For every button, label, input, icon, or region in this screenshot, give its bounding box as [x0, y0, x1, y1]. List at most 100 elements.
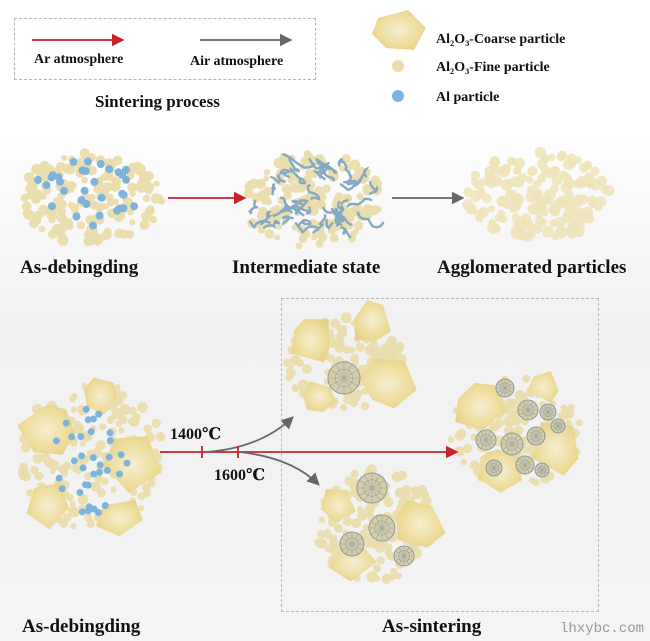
fine-particle [397, 470, 407, 480]
legend-coarse-particle-icon [372, 10, 426, 50]
fine-particle [454, 430, 465, 441]
coarse-particle [455, 382, 506, 430]
fine-particle [89, 193, 96, 201]
fine-particle [87, 165, 97, 176]
fine-particle [508, 409, 520, 421]
fine-particle [143, 424, 152, 433]
fine-particle [305, 168, 314, 178]
fine-particle [38, 225, 46, 233]
al-network-strand [294, 199, 309, 213]
fine-particle [381, 574, 391, 584]
fine-particle [560, 404, 568, 412]
fine-particle [391, 572, 399, 580]
al-particle [59, 186, 68, 195]
al-particle [81, 167, 90, 175]
fine-particle [48, 229, 58, 239]
al-particle [95, 211, 104, 220]
temp-label-1600: 1600℃ [214, 467, 266, 484]
al-particle [89, 415, 97, 423]
fine-particle [374, 541, 386, 553]
fine-particle [505, 398, 514, 408]
mesh-ring [519, 459, 531, 471]
fine-particle [584, 213, 595, 224]
fine-particle [340, 312, 352, 324]
fine-particle [384, 548, 393, 557]
fine-particle [254, 192, 263, 202]
fine-particle [93, 186, 101, 194]
al-particle [70, 457, 78, 465]
fine-particle [106, 173, 115, 182]
fine-particle [71, 393, 78, 400]
fine-particle [392, 344, 403, 355]
fine-particle [20, 443, 31, 453]
al-network-strand [318, 163, 326, 179]
coarse-particle [17, 404, 76, 455]
fine-particle [353, 220, 364, 231]
mesh-ring [363, 479, 381, 497]
fine-particle [485, 174, 496, 186]
fine-particle [62, 163, 73, 174]
fine-particle [323, 528, 332, 537]
fine-particle [28, 218, 39, 229]
fine-particle [81, 176, 88, 184]
fine-particle [547, 153, 556, 162]
al-particle [105, 165, 114, 174]
al-particle [89, 221, 97, 230]
fine-particle [351, 518, 362, 529]
coarse-particle [26, 482, 70, 530]
al-particle [84, 507, 92, 515]
fine-particle [87, 517, 95, 526]
al-particle [55, 474, 63, 482]
fine-particle [469, 460, 480, 470]
al-network-strand [312, 214, 327, 234]
fine-particle [513, 177, 525, 188]
fine-particle [19, 462, 28, 472]
legend-ar-label: Ar atmosphere [34, 52, 124, 67]
al-network-strand [306, 184, 321, 201]
temp-label-1400: 1400℃ [170, 426, 222, 443]
al-particle [105, 453, 113, 461]
fine-particle [290, 355, 301, 366]
fine-particle [84, 229, 93, 239]
fine-particle [285, 374, 293, 382]
mesh-line [502, 438, 522, 450]
al-particle [96, 160, 105, 168]
al-network-strand [340, 226, 352, 239]
fine-particle [355, 389, 363, 397]
fine-particle [66, 493, 74, 502]
branch-1600-arrow [239, 451, 320, 486]
fine-particle [383, 497, 394, 508]
fine-particle [25, 191, 34, 200]
mesh-ring [489, 463, 499, 473]
fine-particle [557, 152, 566, 161]
fine-particle [127, 417, 136, 426]
legend-coarse-label: Al₂O₃-Coarse particle [436, 32, 566, 47]
stage-label-agglomerated: Agglomerated particles [437, 257, 627, 278]
al-network-strand [270, 173, 286, 184]
fine-particle [374, 575, 381, 582]
top-as-debinding-cluster [20, 148, 166, 247]
fine-particle [532, 188, 541, 197]
fine-particle [58, 207, 66, 216]
fine-particle [289, 369, 297, 377]
fine-particle [115, 420, 123, 428]
fine-particle [83, 236, 94, 247]
fine-particle [522, 374, 531, 383]
coarse-particle [320, 489, 356, 523]
al-network-strand [281, 215, 294, 226]
fine-particle [263, 175, 270, 182]
fine-particle [260, 194, 271, 205]
fine-particle [335, 332, 343, 341]
fine-particle [551, 232, 560, 241]
fine-particle [355, 342, 365, 352]
fine-particle [133, 413, 141, 421]
al-particle [82, 481, 89, 489]
al-network-strand [272, 200, 289, 217]
fine-particle [350, 207, 357, 214]
fine-particle [137, 492, 146, 501]
al-network-strand [248, 199, 259, 215]
fine-particle [145, 187, 153, 195]
fine-particle [540, 165, 551, 176]
al-particle [96, 468, 103, 476]
fine-particle [31, 163, 42, 174]
